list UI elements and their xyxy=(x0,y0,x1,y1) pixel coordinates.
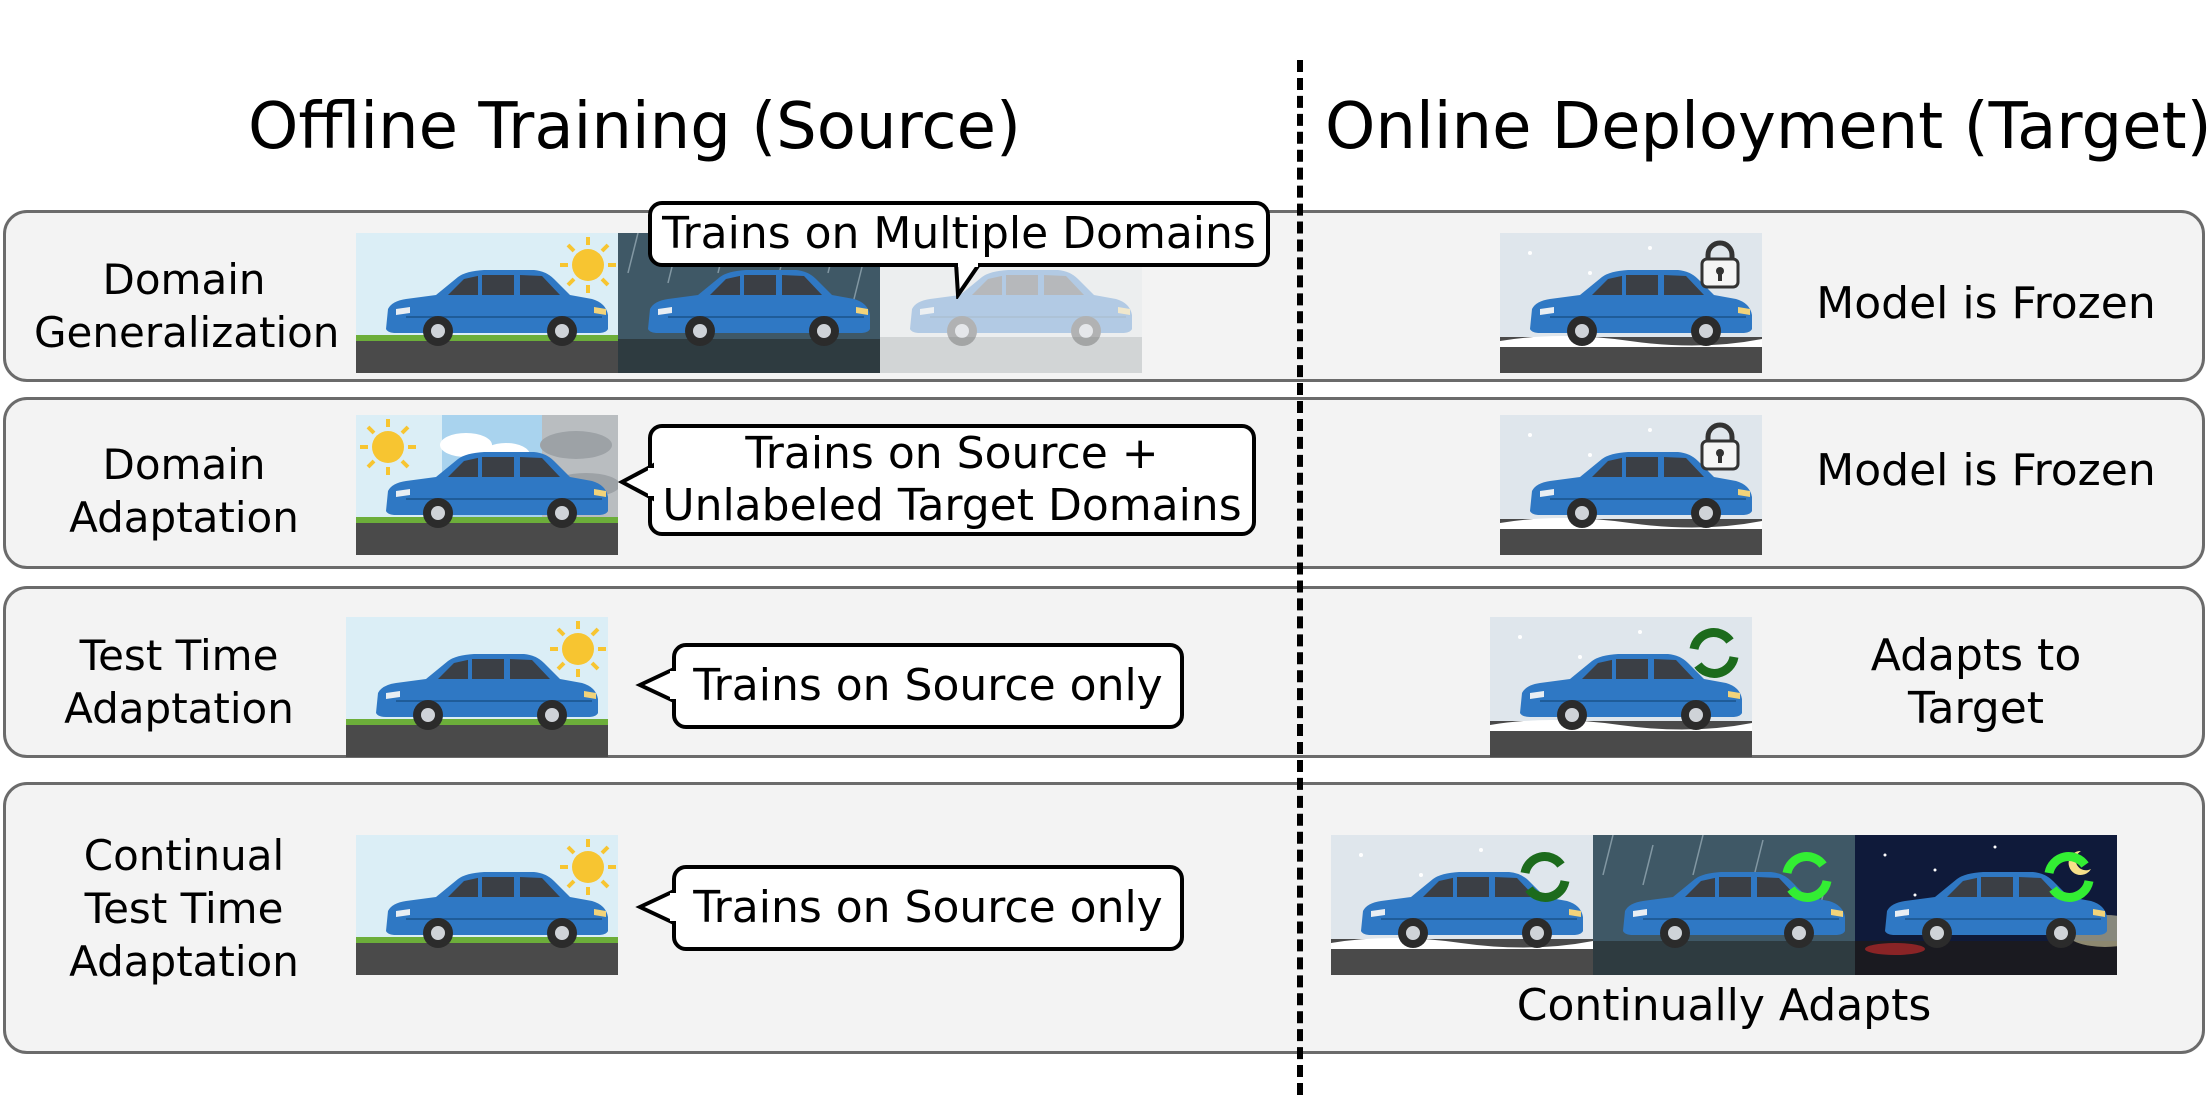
online-note: Model is Frozen xyxy=(1816,445,2156,496)
online-note: Continually Adapts xyxy=(1516,980,1932,1031)
snowy-car-image xyxy=(1331,835,1593,975)
row-label: Continual Test Time Adaptation xyxy=(69,831,299,986)
snowy-car-image xyxy=(1500,415,1762,555)
row-domain-adaptation: Domain Adaptation Trains on Source + Unl… xyxy=(3,397,2205,569)
online-note: Adapts to Target xyxy=(1870,630,2082,734)
row-label: Test Time Adaptation xyxy=(64,631,294,733)
bubble-tail xyxy=(635,665,676,705)
row-test-time-adaptation: Test Time Adaptation Trains on Source on… xyxy=(3,586,2205,758)
speech-bubble: Trains on Source only xyxy=(672,865,1184,951)
bubble-text: Trains on Multiple Domains xyxy=(662,208,1256,259)
online-deployment-header: Online Deployment (Target) xyxy=(1325,90,2212,164)
speech-bubble: Trains on Multiple Domains xyxy=(648,201,1270,267)
bubble-tail xyxy=(635,887,676,927)
bubble-tail xyxy=(953,263,983,299)
rainy-car-image xyxy=(1593,835,1855,975)
bubble-text: Trains on Source only xyxy=(693,660,1163,711)
offline-training-header: Offline Training (Source) xyxy=(248,90,1021,164)
sunny-car-image xyxy=(356,835,618,975)
sunny-car-image xyxy=(356,233,618,373)
snowy-car-image xyxy=(1500,233,1762,373)
source-target-car-image xyxy=(356,415,618,555)
row-label: Domain Adaptation xyxy=(69,440,299,542)
snowy-car-image xyxy=(1490,617,1752,757)
row-continual-test-time-adaptation: Continual Test Time Adaptation Trains on… xyxy=(3,782,2205,1054)
bubble-text: Trains on Source + Unlabeled Target Doma… xyxy=(662,428,1242,531)
bubble-text: Trains on Source only xyxy=(693,882,1163,933)
online-note: Model is Frozen xyxy=(1816,278,2156,329)
bubble-tail xyxy=(618,462,654,502)
row-domain-generalization: Domain Generalization Trains on Mu xyxy=(3,201,2205,382)
sunny-car-image xyxy=(346,617,608,757)
night-car-image xyxy=(1855,835,2117,975)
offline-online-divider xyxy=(1297,60,1303,1095)
speech-bubble: Trains on Source only xyxy=(672,643,1184,729)
row-label: Domain Generalization xyxy=(34,255,340,357)
speech-bubble: Trains on Source + Unlabeled Target Doma… xyxy=(648,424,1256,536)
